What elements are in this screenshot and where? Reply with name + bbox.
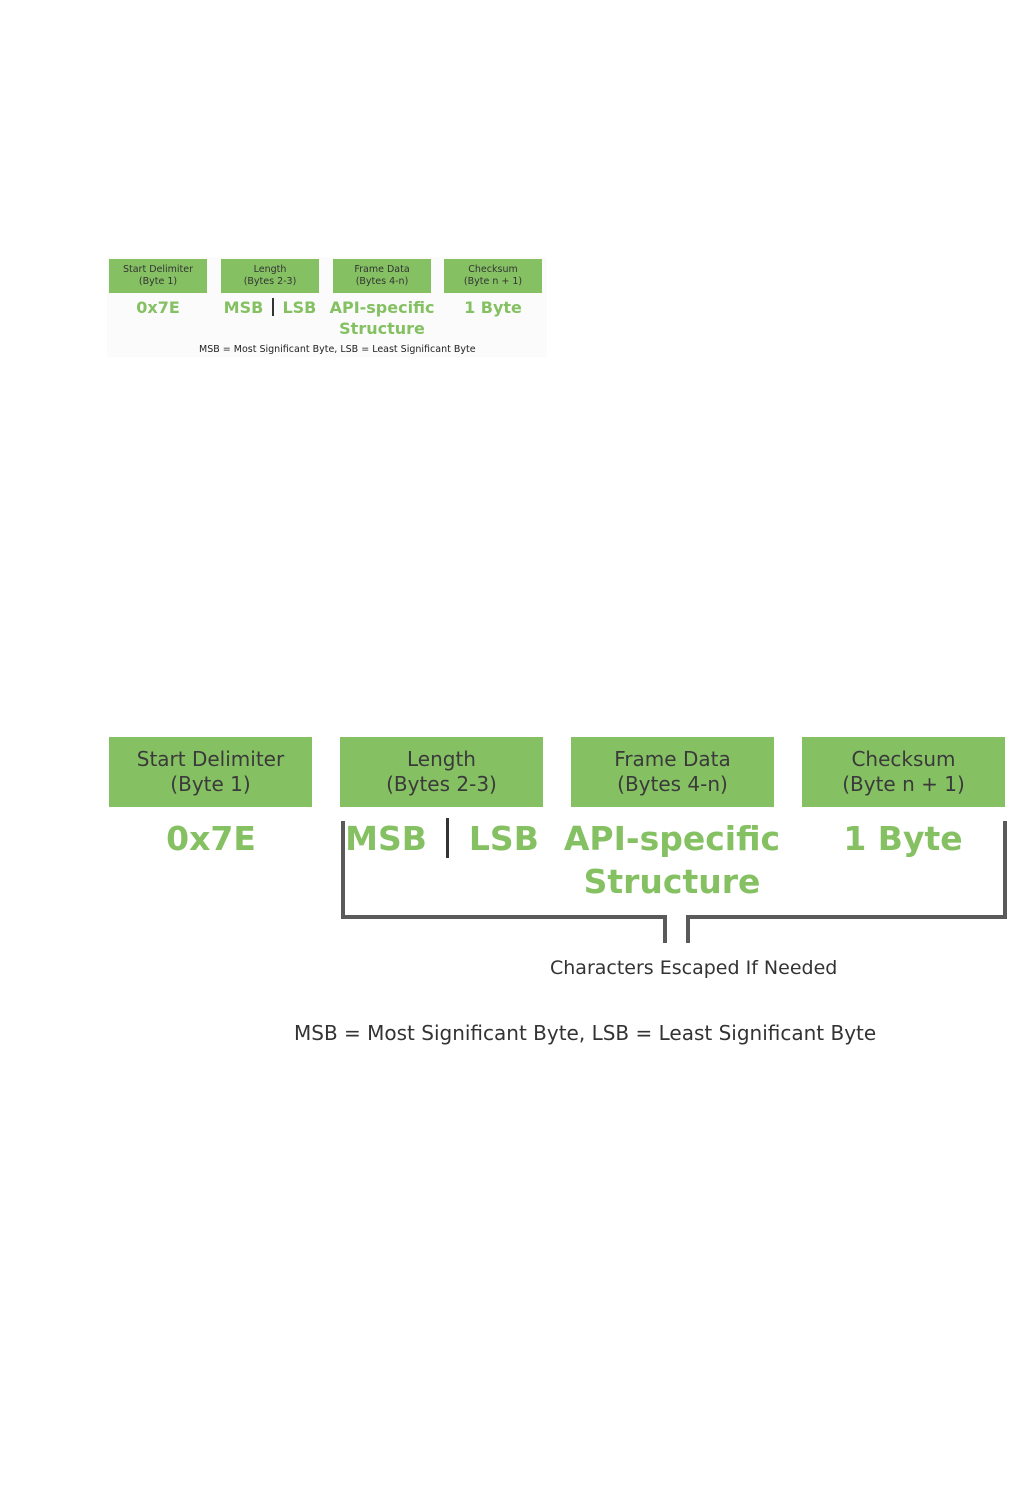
header-subtitle: (Byte 1) — [170, 772, 251, 796]
msb-lsb-divider — [446, 818, 450, 858]
header-start-delimiter: Start Delimiter (Byte 1) — [109, 737, 312, 807]
value-frame-data: API-specific Structure — [552, 817, 792, 903]
value-line: Structure — [339, 319, 425, 338]
value-frame-data: API-specific Structure — [327, 297, 437, 339]
header-length: Length (Bytes 2-3) — [340, 737, 543, 807]
header-subtitle: (Bytes 2-3) — [243, 276, 297, 287]
value-start-delimiter: 0x7E — [136, 298, 180, 317]
header-subtitle: (Byte 1) — [138, 276, 178, 287]
header-frame-data: Frame Data (Bytes 4-n) — [333, 259, 431, 293]
abbreviation-note: MSB = Most Significant Byte, LSB = Least… — [294, 1021, 877, 1045]
header-checksum: Checksum (Byte n + 1) — [802, 737, 1005, 807]
api-frame-diagram-large: Start Delimiter (Byte 1) Length (Bytes 2… — [107, 735, 1010, 1065]
header-title: Length — [253, 264, 287, 275]
header-subtitle: (Byte n + 1) — [463, 276, 523, 287]
header-subtitle: (Bytes 2-3) — [386, 772, 497, 796]
value-line: API-specific — [329, 298, 435, 317]
bracket-tip-right — [686, 915, 690, 943]
bracket-tip-left — [663, 915, 667, 943]
header-subtitle: (Byte n + 1) — [842, 772, 965, 796]
bracket-left-arm — [341, 821, 345, 919]
header-title: Checksum — [468, 264, 518, 275]
value-lsb: LSB — [468, 819, 539, 858]
value-checksum: 1 Byte — [843, 819, 963, 858]
header-frame-data: Frame Data (Bytes 4-n) — [571, 737, 774, 807]
value-msb: MSB — [223, 298, 264, 317]
value-checksum: 1 Byte — [464, 298, 522, 317]
header-title: Checksum — [851, 747, 956, 771]
value-length: MSB LSB — [322, 817, 562, 860]
value-lsb: LSB — [282, 298, 317, 317]
bracket-bottom-right — [686, 915, 1007, 919]
value-length: MSB LSB — [215, 297, 325, 318]
header-subtitle: (Bytes 4-n) — [617, 772, 728, 796]
value-line: Structure — [583, 862, 761, 901]
header-checksum: Checksum (Byte n + 1) — [444, 259, 542, 293]
header-title: Frame Data — [614, 747, 731, 771]
abbreviation-note: MSB = Most Significant Byte, LSB = Least… — [199, 344, 476, 355]
header-length: Length (Bytes 2-3) — [221, 259, 319, 293]
header-start-delimiter: Start Delimiter (Byte 1) — [109, 259, 207, 293]
header-title: Frame Data — [354, 264, 410, 275]
bracket-right-arm — [1003, 821, 1007, 919]
api-frame-diagram-small: Start Delimiter (Byte 1) Length (Bytes 2… — [107, 257, 547, 357]
value-start-delimiter: 0x7E — [166, 819, 256, 858]
header-title: Length — [407, 747, 476, 771]
value-msb: MSB — [345, 819, 427, 858]
value-line: API-specific — [563, 819, 781, 858]
bracket-label: Characters Escaped If Needed — [550, 957, 838, 979]
header-title: Start Delimiter — [136, 747, 285, 771]
header-subtitle: (Bytes 4-n) — [355, 276, 409, 287]
msb-lsb-divider — [271, 298, 274, 316]
header-title: Start Delimiter — [122, 264, 194, 275]
bracket-bottom-left — [341, 915, 667, 919]
